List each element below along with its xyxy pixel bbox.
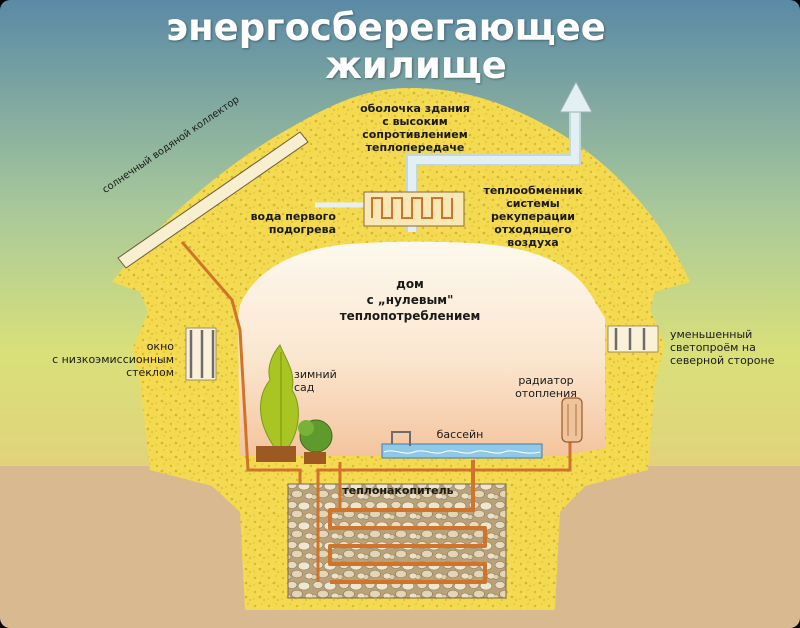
shell-label: оболочка здания с высоким сопротивлением… <box>340 102 490 154</box>
heat-exchanger-label-line: рекуперации <box>491 210 575 223</box>
radiator-label-line: отопления <box>515 387 577 400</box>
pool-label: бассейн <box>436 428 484 441</box>
window-right-label: уменьшенный светопроём на северной сторо… <box>670 328 798 367</box>
winter-garden <box>256 344 333 464</box>
preheated-water-label-line: подогрева <box>268 223 336 236</box>
window-right-label-line: светопроём на <box>670 341 756 354</box>
heat-storage-label: теплонакопитель <box>342 484 454 497</box>
preheated-water-label-line: вода первого <box>250 210 336 223</box>
heat-exchanger <box>363 191 465 227</box>
shell-label-line: сопротивлением <box>362 128 468 141</box>
heat-exchanger-label: теплообменник системы рекуперации отходя… <box>478 184 588 249</box>
window-left-label: окно с низкоэмиссионным стеклом <box>28 340 174 379</box>
right-window <box>607 325 659 353</box>
radiator-label: радиатор отопления <box>496 374 596 400</box>
page-title-line1: энергосберегающее <box>166 6 606 49</box>
window-left-label-line: стеклом <box>126 366 174 379</box>
window-right-label-line: северной стороне <box>670 354 775 367</box>
house-interior <box>238 241 605 456</box>
house-label-line: с „нулевым" <box>366 293 454 307</box>
shell-label-line: теплопередаче <box>365 141 465 154</box>
floor-slab <box>236 456 608 466</box>
shell-label-line: с высоким <box>382 115 448 128</box>
heat-exchanger-label-line: системы <box>506 197 560 210</box>
heat-storage-pit <box>287 483 507 599</box>
pool <box>381 431 543 459</box>
window-right-label-line: уменьшенный <box>670 328 753 341</box>
winter-garden-label: зимний сад <box>294 368 354 394</box>
left-window <box>185 327 217 381</box>
window-left-label-line: с низкоэмиссионным <box>52 353 174 366</box>
heat-exchanger-label-line: теплообменник <box>483 184 583 197</box>
solar-collector <box>117 131 309 269</box>
house-label: дом с „нулевым" теплопотреблением <box>330 276 490 324</box>
window-left-label-line: окно <box>146 340 174 353</box>
preheated-water-label: вода первого подогрева <box>236 210 336 236</box>
heat-exchanger-label-line: отходящего <box>494 223 572 236</box>
radiator-label-line: радиатор <box>518 374 574 387</box>
radiator <box>561 397 583 443</box>
page-title-line2: жилище <box>325 44 507 87</box>
shell-label-line: оболочка здания <box>360 102 470 115</box>
solar-pipe <box>180 241 302 484</box>
heat-storage-coil <box>328 460 487 584</box>
house-label-line: дом <box>396 277 424 291</box>
heat-exchanger-label-line: воздуха <box>507 236 559 249</box>
house-label-line: теплопотреблением <box>339 309 481 323</box>
winter-garden-label-line: зимний <box>294 368 337 381</box>
winter-garden-label-line: сад <box>294 381 315 394</box>
radiator-return-pipe <box>316 440 572 582</box>
